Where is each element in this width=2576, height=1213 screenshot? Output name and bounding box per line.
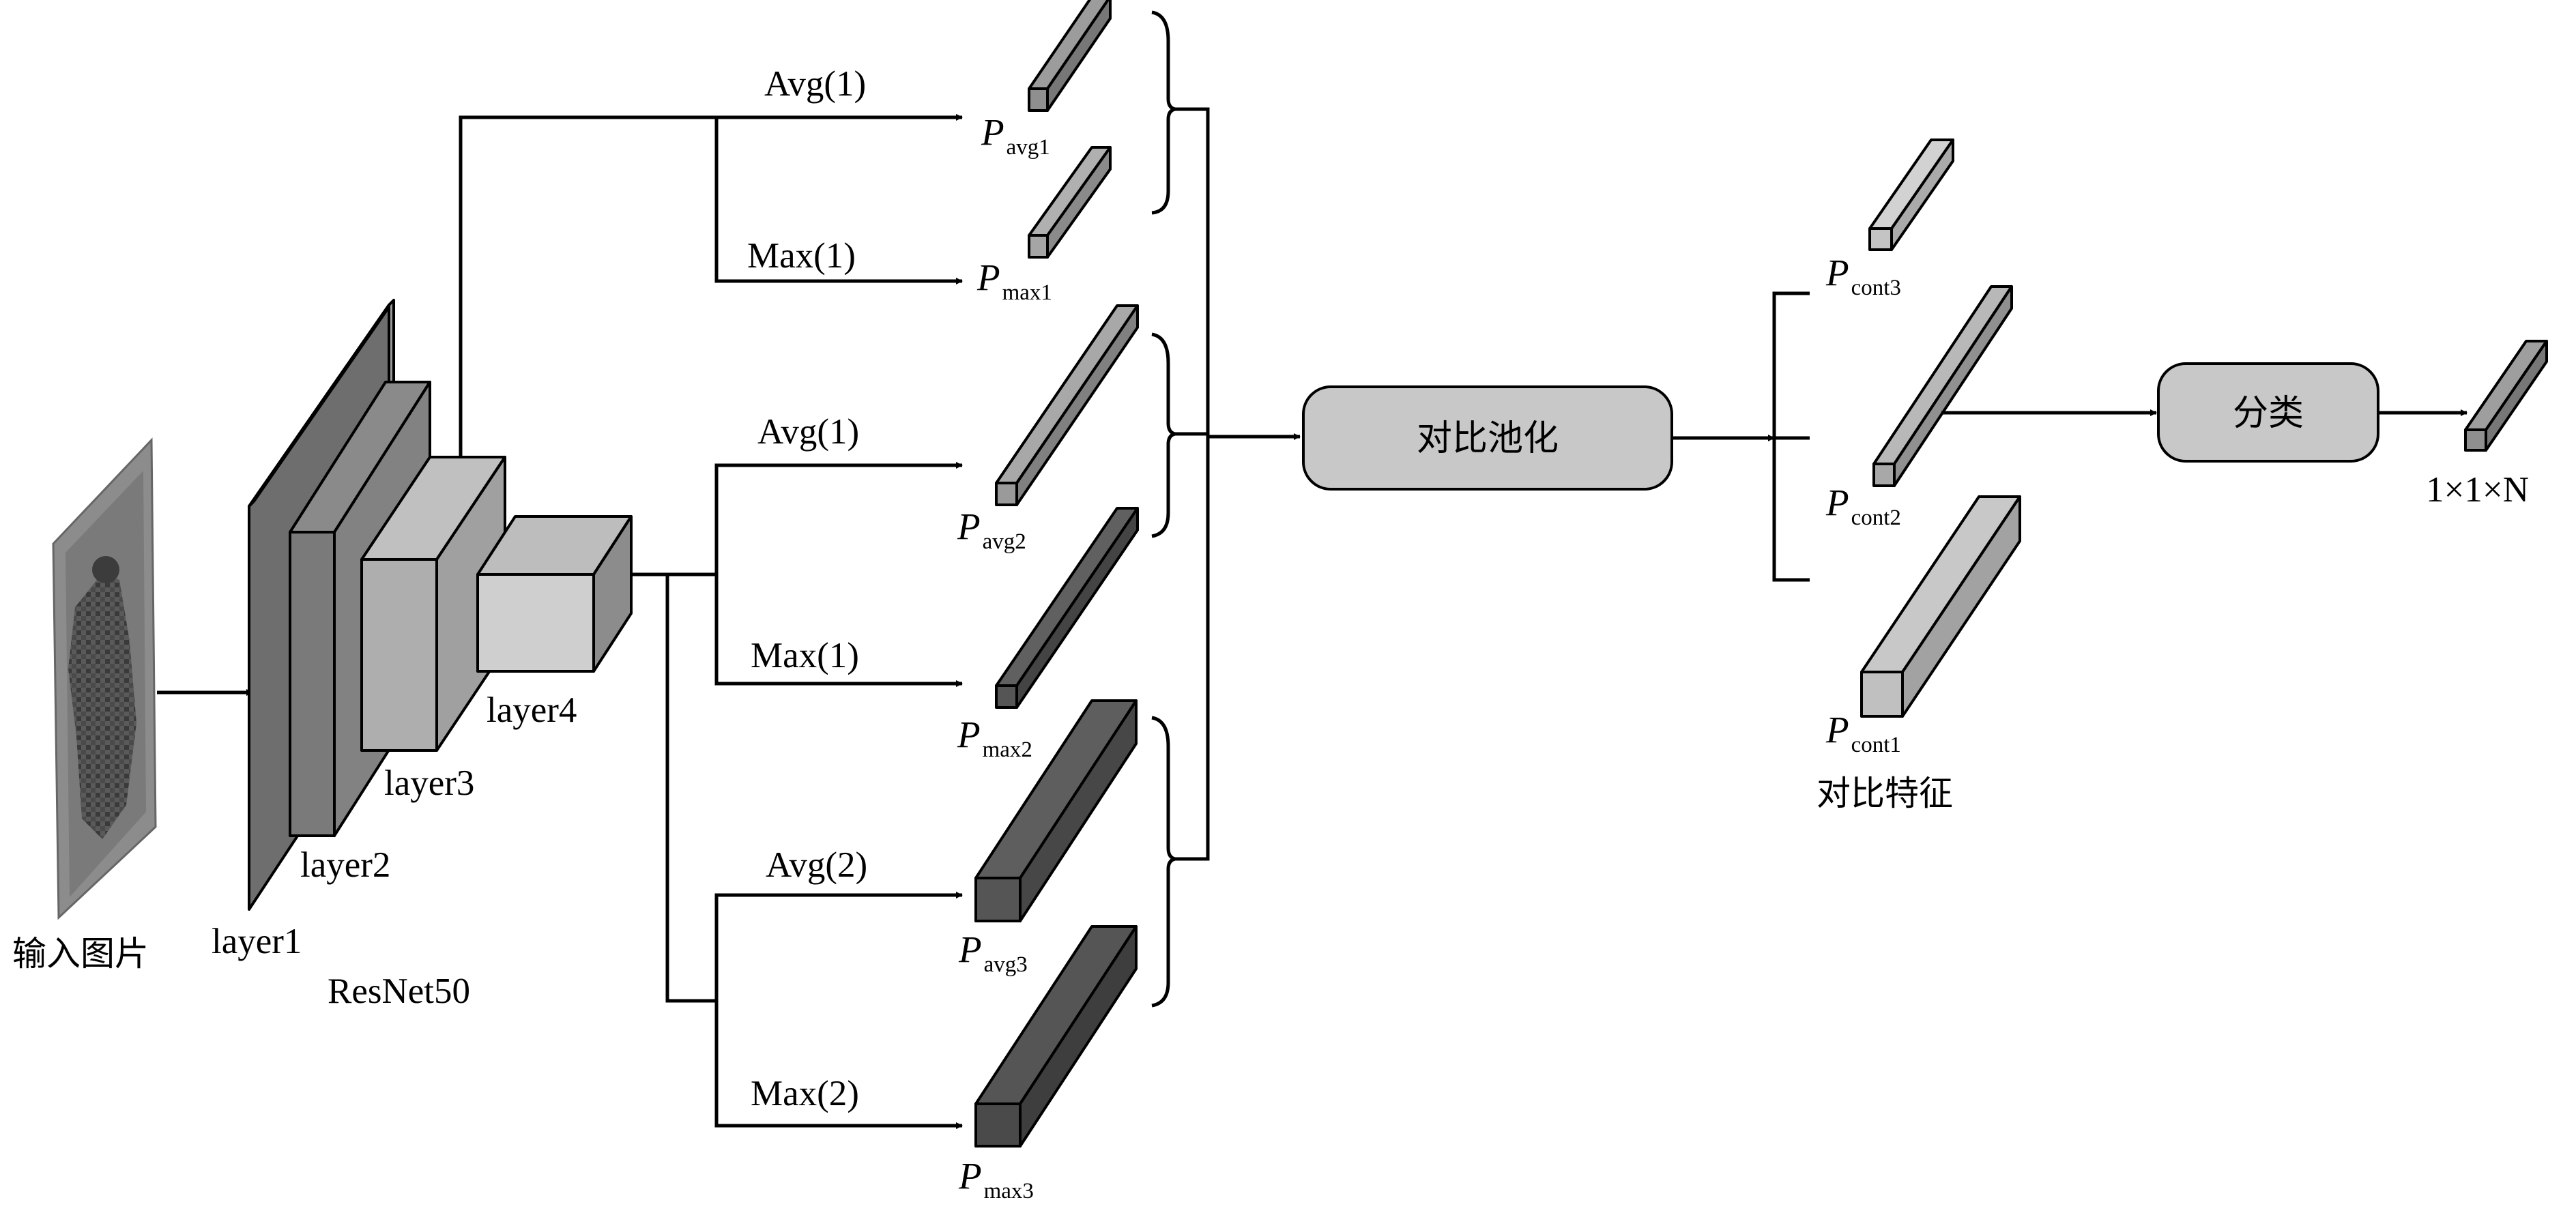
bar-pmax1 [1028, 146, 1112, 259]
classifier-label: 分类 [2233, 393, 2304, 434]
input-label: 输入图片 [12, 934, 149, 974]
bar-pavg1 [1028, 0, 1112, 112]
layer1-label: layer1 [212, 922, 302, 961]
bar-pcont2 [1872, 285, 2013, 487]
op-label-5: Avg(2) [766, 845, 867, 885]
op-label-3: Avg(1) [757, 412, 859, 452]
merge-wires [1175, 107, 1301, 861]
label-pmax2: Pmax2 [957, 714, 1032, 762]
bar-pavg3 [974, 699, 1138, 922]
brace-group-3 [1151, 716, 1176, 1008]
backbone-name: ResNet50 [328, 971, 470, 1011]
bar-pcont1 [1860, 495, 2021, 718]
input-image [52, 437, 157, 920]
label-pavg2: Pavg2 [957, 506, 1026, 554]
layer4-label: layer4 [487, 690, 577, 730]
branch-wires-top [459, 114, 963, 457]
bar-pcont3 [1868, 138, 1954, 251]
bar-pmax3 [974, 925, 1138, 1148]
contrast-features-label: 对比特征 [1817, 774, 1953, 813]
op-label-4: Max(1) [751, 636, 859, 675]
label-pcont2: Pcont2 [1825, 482, 1901, 530]
label-pmax3: Pmax3 [958, 1155, 1034, 1203]
contrast-pooling-label: 对比池化 [1417, 418, 1559, 459]
layer3-label: layer3 [384, 763, 474, 803]
op-label-1: Avg(1) [764, 64, 866, 104]
op-label-2: Max(1) [747, 236, 856, 276]
layer3-block [360, 456, 506, 752]
label-pcont1: Pcont1 [1825, 709, 1901, 757]
branch-wires-bottom [631, 462, 963, 1129]
label-pcont3: Pcont3 [1825, 252, 1901, 300]
bar-output [2464, 340, 2548, 452]
label-pavg1: Pavg1 [981, 111, 1050, 160]
label-pmax1: Pmax1 [976, 257, 1052, 305]
brace-group-2 [1151, 332, 1176, 538]
bar-pavg2 [995, 304, 1139, 506]
contrast-pooling-box: 对比池化 [1302, 385, 1673, 491]
output-label: 1×1×N [2426, 470, 2529, 510]
layer4-block [476, 515, 633, 673]
label-pavg3: Pavg3 [958, 929, 1028, 977]
brace-group-1 [1151, 10, 1176, 215]
op-label-6: Max(2) [751, 1074, 859, 1113]
classifier-box: 分类 [2157, 362, 2379, 463]
bar-pmax2 [995, 507, 1139, 709]
layer2-label: layer2 [300, 845, 390, 885]
